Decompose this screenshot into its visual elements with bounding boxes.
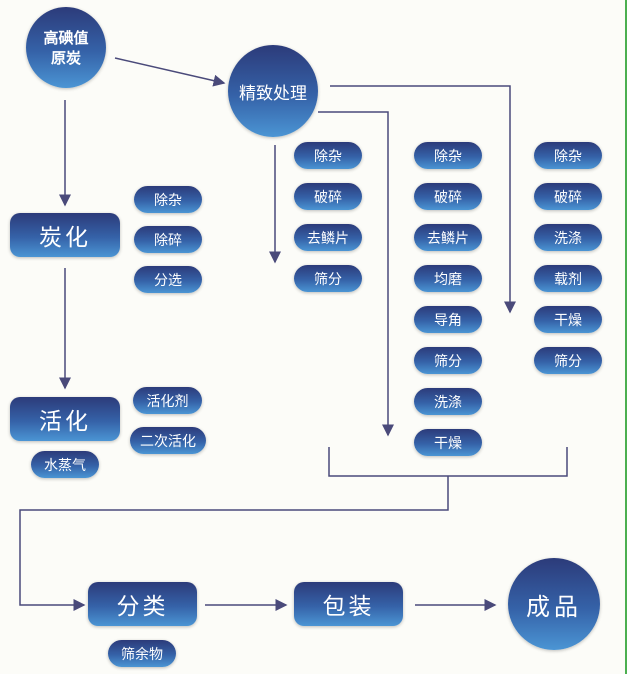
step-pill: 筛分 (534, 347, 602, 374)
step-pill: 除杂 (414, 142, 482, 169)
step-pill: 除碎 (134, 226, 202, 253)
step-pill: 干燥 (534, 306, 602, 333)
node-pack: 包装 (294, 582, 403, 626)
step-pill: 破碎 (414, 183, 482, 210)
edge-strip (625, 0, 627, 674)
node-activate: 活化 (10, 397, 120, 441)
step-pill: 去鳞片 (294, 224, 362, 251)
node-product: 成品 (508, 558, 600, 650)
step-pill: 去鳞片 (414, 224, 482, 251)
step-pill: 均磨 (414, 265, 482, 292)
step-pill: 除杂 (294, 142, 362, 169)
step-pill: 水蒸气 (31, 451, 99, 478)
step-pill: 破碎 (294, 183, 362, 210)
node-refine: 精致处理 (228, 45, 318, 137)
node-raw-carbon: 高碘值 原炭 (26, 7, 106, 88)
node-classify: 分类 (88, 582, 197, 626)
step-pill: 活化剂 (133, 387, 202, 414)
step-pill: 载剂 (534, 265, 602, 292)
step-pill: 干燥 (414, 429, 482, 456)
step-pill: 导角 (414, 306, 482, 333)
step-pill: 筛分 (294, 265, 362, 292)
step-pill: 除杂 (134, 186, 202, 213)
step-pill: 除杂 (534, 142, 602, 169)
step-pill: 洗涤 (534, 224, 602, 251)
node-carbonize: 炭化 (10, 213, 120, 257)
step-pill: 筛余物 (108, 640, 176, 667)
step-pill: 洗涤 (414, 388, 482, 415)
step-pill: 筛分 (414, 347, 482, 374)
step-pill: 分选 (134, 266, 202, 293)
step-pill: 二次活化 (130, 427, 206, 454)
step-pill: 破碎 (534, 183, 602, 210)
